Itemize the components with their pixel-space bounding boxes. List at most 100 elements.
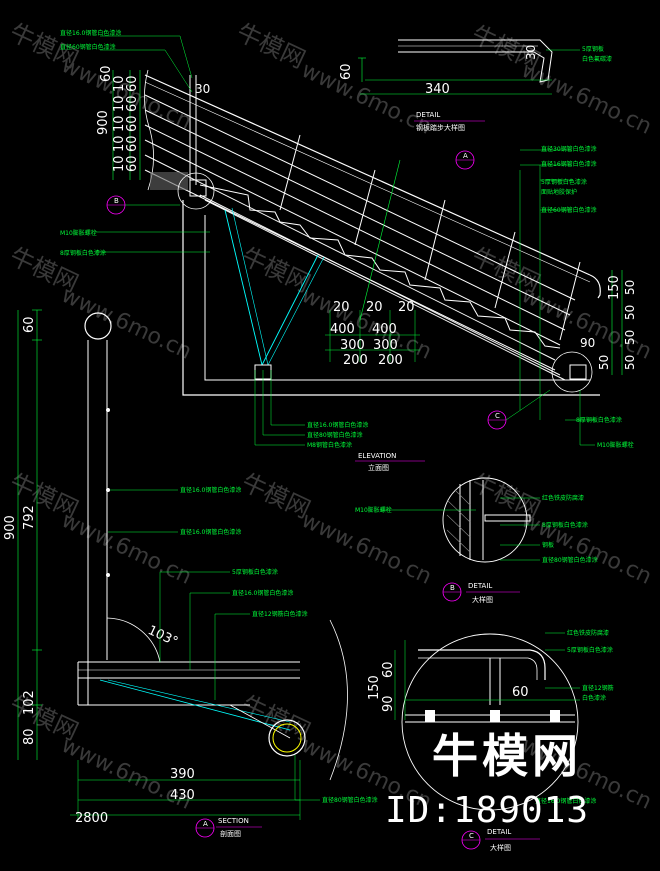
note-label: 直径80钢管白色漆涂 xyxy=(542,556,598,564)
note-label: 白色氟碳漆 xyxy=(582,55,612,63)
note-label: 直径80钢管白色漆涂 xyxy=(307,431,363,439)
marker-label: A xyxy=(203,820,208,828)
view-title-cn: 大样图 xyxy=(472,595,493,604)
detail-b-view: M10膨胀螺栓 红色铁皮防腐漆 8厚钢板白色漆涂 钢板 直径80钢管白色漆涂 B… xyxy=(355,477,598,604)
note-label: 8厚钢板白色漆涂 xyxy=(576,416,622,424)
dim-label: 10 xyxy=(112,155,127,172)
dim-label: 60 xyxy=(125,95,140,112)
view-title: ELEVATION xyxy=(358,452,396,460)
note-label: 直径16.0钢管白色漆涂 xyxy=(60,29,121,37)
view-title: DETAIL xyxy=(487,828,511,836)
marker-label: A xyxy=(463,152,468,160)
note-label: 直径30钢管白色漆涂 xyxy=(541,145,597,153)
dim-label: 10 xyxy=(112,75,127,92)
note-label: 5厚钢板白色漆涂 xyxy=(541,178,587,186)
note-label: 直径80钢管白色漆涂 xyxy=(322,796,378,804)
elevation-view: 900 10 10 10 10 10 60 60 60 60 60 60 30 … xyxy=(60,29,637,472)
note-label: 红色铁皮防腐漆 xyxy=(567,629,609,637)
document-id: ID:189013 xyxy=(385,790,590,831)
note-label: 直径16.0钢管白色漆涂 xyxy=(180,528,241,536)
marker-label: C xyxy=(495,412,500,420)
note-label: M10膨胀螺栓 xyxy=(355,506,392,514)
dim-label: 50 xyxy=(597,355,611,370)
note-label: 直径16.0钢管白色漆涂 xyxy=(232,589,293,597)
note-label: 5厚钢板 xyxy=(582,45,604,53)
dim-label: 150 xyxy=(607,275,622,300)
note-label: 红色铁皮防腐漆 xyxy=(542,494,584,502)
dim-label: 50 xyxy=(623,280,637,295)
dim-label: 792 xyxy=(22,505,37,530)
dim-label: 400 xyxy=(330,322,355,337)
watermark-brand: 牛模网 xyxy=(232,18,309,74)
dim-label: 60 xyxy=(99,65,114,82)
dim-label: 90 xyxy=(580,336,595,350)
watermark-url: www.6mo.cn xyxy=(517,508,655,590)
note-label: M8钢管白色漆涂 xyxy=(307,441,352,449)
dim-label: 20 xyxy=(333,300,350,315)
note-label: 8厚钢板白色漆涂 xyxy=(60,249,106,257)
dim-label: 10 xyxy=(112,95,127,112)
dim-label: 60 xyxy=(22,316,37,333)
watermark-url: www.6mo.cn xyxy=(297,58,435,140)
dim-label: 60 xyxy=(125,115,140,132)
dim-label: 60 xyxy=(125,75,140,92)
view-title: DETAIL xyxy=(416,111,440,119)
view-title-cn: 立面图 xyxy=(368,463,389,472)
note-label: 白色漆涂 xyxy=(582,694,606,702)
dim-label: 400 xyxy=(372,322,397,337)
note-label: 直径16.0钢管白色漆涂 xyxy=(180,486,241,494)
marker-label: B xyxy=(114,197,119,205)
note-label: 5厚钢板白色漆涂 xyxy=(232,568,278,576)
note-label: 直径12钢筋 xyxy=(582,684,614,692)
watermark-brand: 牛模网 xyxy=(237,242,314,298)
dim-label: 390 xyxy=(170,767,195,782)
note-label: 直径60钢管白色漆涂 xyxy=(541,206,597,214)
brand-logo-text: 牛模网 xyxy=(432,729,582,783)
dim-label: 200 xyxy=(343,353,368,368)
dim-label: 60 xyxy=(381,661,396,678)
dim-label: 300 xyxy=(373,338,398,353)
view-title: DETAIL xyxy=(468,582,492,590)
dim-label: 50 xyxy=(623,305,637,320)
view-title-cn: 大样图 xyxy=(490,843,511,852)
section-view: 103° 60 900 792 102 80 390 430 2800 xyxy=(3,309,378,838)
note-label: 钢板 xyxy=(542,541,554,549)
watermark-url: www.6mo.cn xyxy=(57,508,195,590)
detail-c-view: 150 90 60 60 红色铁皮防腐漆 5厚钢板白色漆涂 直径12钢筋 白色漆… xyxy=(367,629,614,852)
dim-label: 20 xyxy=(366,300,383,315)
angle-label: 103° xyxy=(145,623,180,650)
dim-label: 60 xyxy=(339,63,354,80)
note-label: 直径60钢管白色漆涂 xyxy=(60,43,116,51)
note-label: 面贴地胶保护 xyxy=(541,188,577,196)
dim-label: 30 xyxy=(524,45,538,60)
view-title-cn: 剖面图 xyxy=(220,829,241,838)
dim-label: 10 xyxy=(112,135,127,152)
dim-label: 10 xyxy=(112,115,127,132)
view-title-cn: 钢板踏步大样图 xyxy=(416,123,465,132)
dim-label: 50 xyxy=(623,330,637,345)
dim-label: 30 xyxy=(195,82,210,96)
watermark-url: www.6mo.cn xyxy=(297,508,435,590)
dim-label: 20 xyxy=(398,300,415,315)
marker-label: C xyxy=(469,832,474,840)
note-label: 直径16.0钢管白色漆涂 xyxy=(535,797,596,805)
marker-label: B xyxy=(450,584,455,592)
dim-label: 900 xyxy=(3,515,18,540)
dim-label: 150 xyxy=(367,675,382,700)
dim-label: 340 xyxy=(425,82,450,97)
dim-label: 90 xyxy=(381,695,396,712)
dim-label: 200 xyxy=(378,353,403,368)
note-label: M10膨胀螺栓 xyxy=(597,441,634,449)
dim-label: 102 xyxy=(22,690,37,715)
note-label: 直径16钢管白色漆涂 xyxy=(541,160,597,168)
note-label: 直径12钢筋白色漆涂 xyxy=(252,610,308,618)
watermark-layer: 牛模网 www.6mo.cn 牛模网 www.6mo.cn 牛模网 www.6m… xyxy=(5,18,655,815)
dim-label: 60 xyxy=(125,155,140,172)
view-title: SECTION xyxy=(218,817,249,825)
note-label: 8厚钢板白色漆涂 xyxy=(542,521,588,529)
dim-label: 2800 xyxy=(75,811,108,826)
dim-label: 80 xyxy=(22,728,37,745)
watermark-brand: 牛模网 xyxy=(237,468,314,524)
note-label: 5厚钢板白色漆涂 xyxy=(567,646,613,654)
dim-label: 300 xyxy=(340,338,365,353)
